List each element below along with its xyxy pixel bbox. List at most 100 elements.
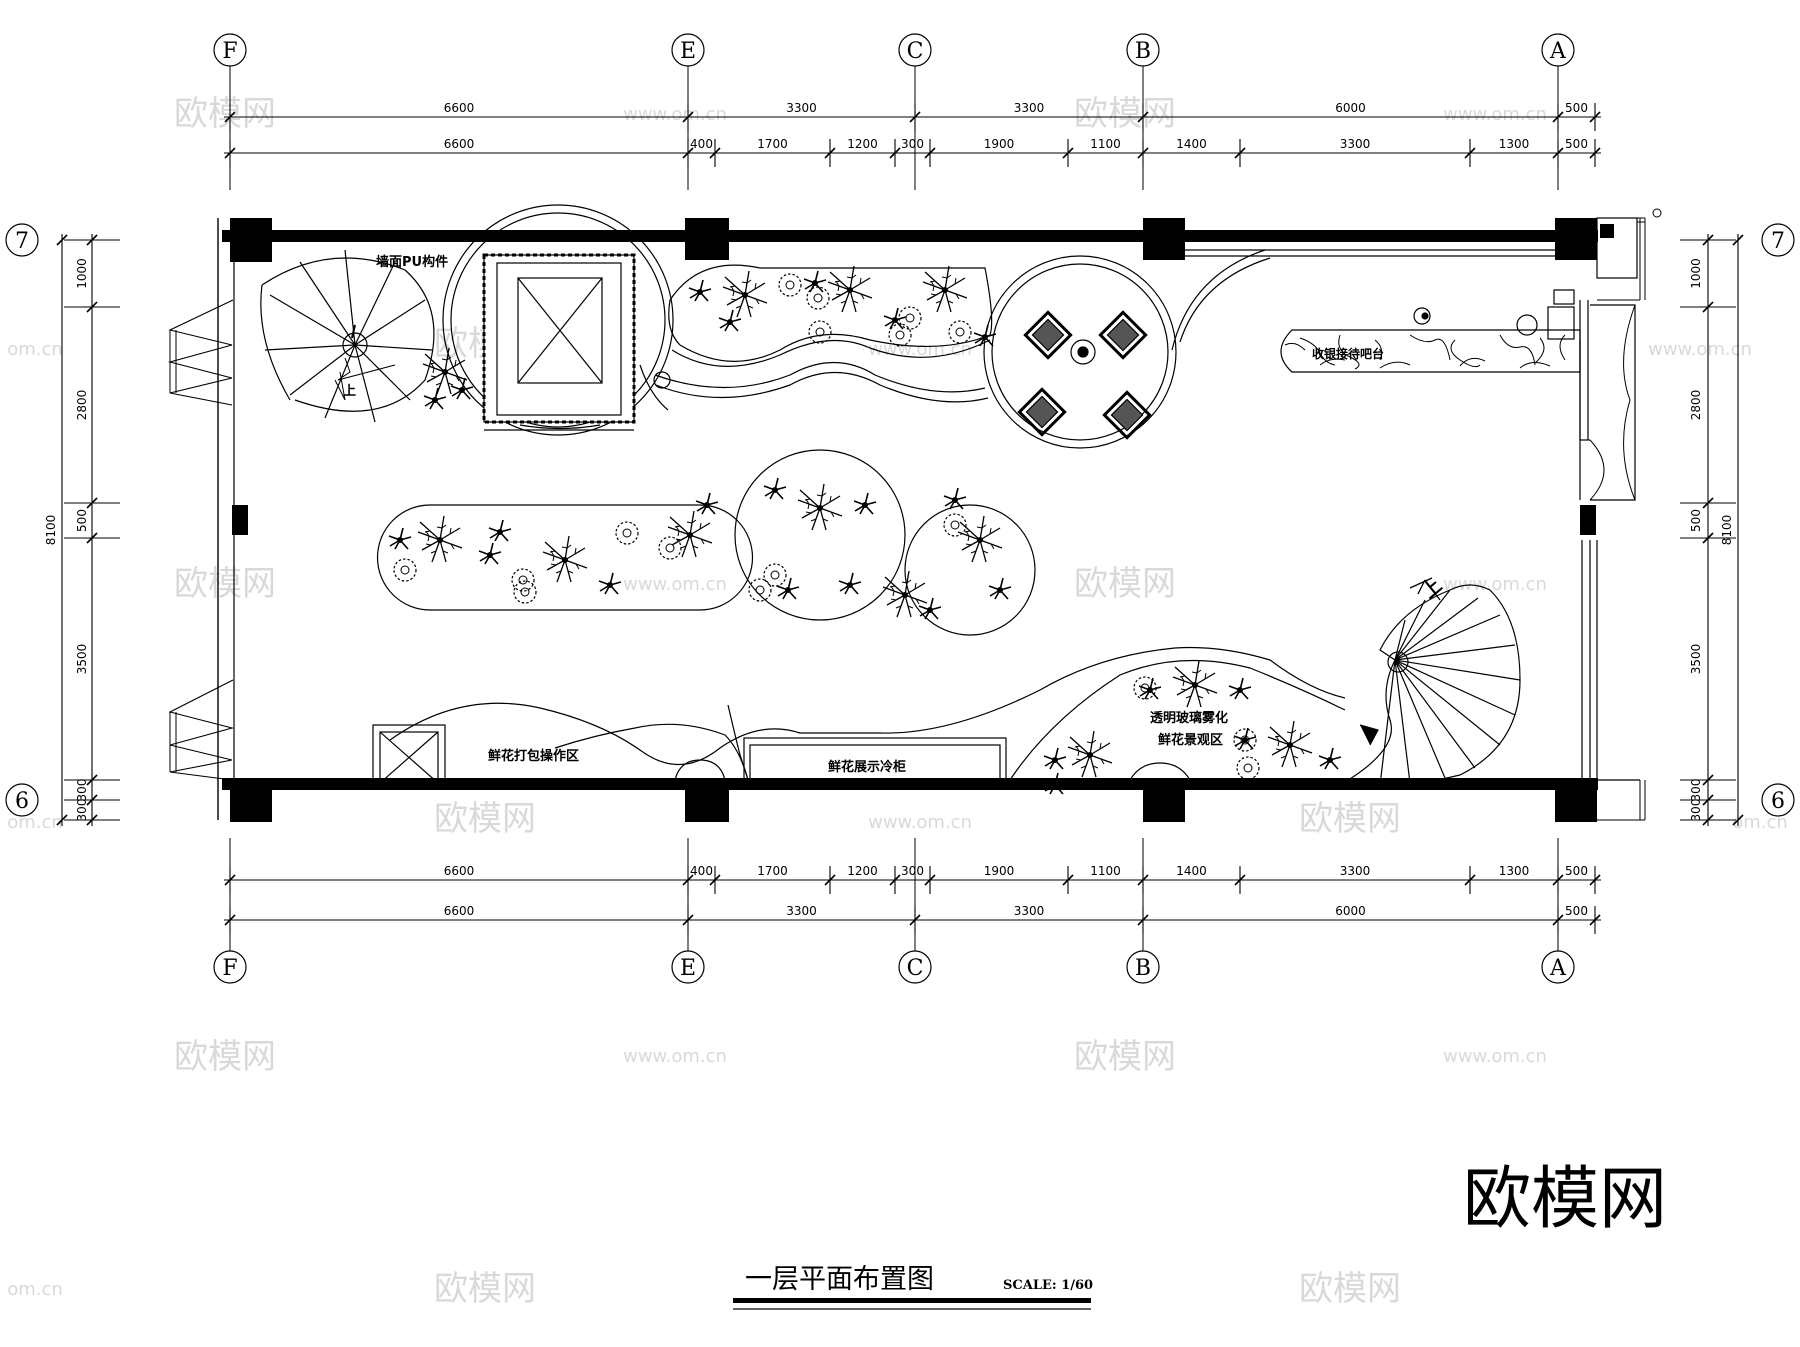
watermark-site: www.om.cn — [1648, 339, 1752, 360]
dimension-label: 500 — [75, 509, 89, 532]
grid-label-f: F — [222, 39, 237, 64]
dimension-label: 1200 — [847, 137, 878, 151]
dimension-label: 300 — [75, 799, 89, 822]
grid-label-a: A — [1549, 39, 1567, 64]
label-display-fridge: 鲜花展示冷柜 — [828, 759, 906, 775]
dimension-label: 1000 — [1689, 258, 1703, 289]
watermark-logo: 欧模网 — [174, 1037, 276, 1077]
grid-label-f: F — [222, 956, 237, 981]
watermark-site: www.om.cn — [623, 1046, 727, 1067]
spiral-stair-upper-left — [260, 249, 435, 423]
packing-cabinet — [372, 724, 446, 789]
dimension-label: 1100 — [1090, 864, 1121, 878]
spiral-stair-lower-right — [1339, 577, 1521, 787]
elevator-shaft — [442, 204, 674, 436]
watermark-logo: 欧模网 — [434, 1269, 536, 1309]
dimension-label: 1700 — [757, 137, 788, 151]
label-reception: 收银接待吧台 — [1312, 346, 1384, 361]
watermark-logo: 欧模网 — [434, 799, 536, 839]
watermark-logo-large: 欧模网 — [1463, 1160, 1667, 1239]
dimension-label: 1100 — [1090, 137, 1121, 151]
drawing-title-block: 一层平面布置图 SCALE: 1/60 — [733, 1264, 1093, 1310]
watermark-logo: 欧模网 — [1074, 564, 1176, 604]
watermark-site-fragment: om.cn — [7, 1279, 63, 1300]
dimension-label: 2800 — [1689, 390, 1703, 421]
dimension-label: 500 — [1565, 864, 1588, 878]
label-stair-up-left: 上 — [343, 384, 356, 399]
dimension-label: 1400 — [1176, 864, 1207, 878]
display-fridge — [743, 737, 1007, 790]
dimension-label: 3300 — [1014, 101, 1045, 115]
dimension-label: 1400 — [1176, 137, 1207, 151]
grid-label-e: E — [680, 956, 696, 981]
drawing-title: 一层平面布置图 — [745, 1264, 934, 1295]
dimension-label: 2800 — [75, 390, 89, 421]
dimension-label: 3500 — [75, 644, 89, 675]
dimension-label: 3300 — [786, 904, 817, 918]
watermark-logo: 欧模网 — [1299, 799, 1401, 839]
watermark-logo: 欧模网 — [174, 564, 276, 604]
grid-label-c: C — [907, 956, 924, 981]
grid-row-label-7: 7 — [1771, 229, 1785, 254]
watermark-logo: 欧模网 — [1299, 1269, 1401, 1309]
dimension-label: 6000 — [1335, 904, 1366, 918]
dimension-label: 500 — [1565, 101, 1588, 115]
dimension-label: 3300 — [786, 101, 817, 115]
grid-row-label-6: 6 — [15, 789, 29, 814]
dimension-total-right: 8100 — [1720, 515, 1734, 546]
grid-row-label-6: 6 — [1771, 789, 1785, 814]
watermark-logo: 欧模网 — [1074, 94, 1176, 134]
dimension-label: 1000 — [75, 258, 89, 289]
grid-label-a: A — [1549, 956, 1567, 981]
watermark-logo: 欧模网 — [1074, 1037, 1176, 1077]
upper-wavy-planter — [639, 264, 993, 411]
watermark-site: www.om.cn — [1443, 1046, 1547, 1067]
label-stair-up-right: 上 — [1419, 575, 1446, 603]
watermark-site: www.om.cn — [1443, 574, 1547, 595]
watermark-site: www.om.cn — [623, 574, 727, 595]
dimension-label: 1200 — [847, 864, 878, 878]
dimension-label: 500 — [1565, 137, 1588, 151]
dimension-label: 1300 — [1499, 864, 1530, 878]
dimension-label: 3300 — [1340, 864, 1371, 878]
dimension-label: 3300 — [1340, 137, 1371, 151]
grid-bubble — [5, 223, 39, 257]
dimension-label: 300 — [901, 864, 924, 878]
dimension-label: 1700 — [757, 864, 788, 878]
watermark-site: www.om.cn — [1443, 104, 1547, 125]
dimension-label: 400 — [690, 864, 713, 878]
grid-bubble — [1761, 783, 1795, 817]
dimension-label: 300 — [1689, 799, 1703, 822]
dimension-label: 400 — [690, 137, 713, 151]
dimension-label: 6000 — [1335, 101, 1366, 115]
grid-bubble — [1761, 223, 1795, 257]
grid-bubble — [5, 783, 39, 817]
dimension-label: 500 — [1565, 904, 1588, 918]
dimension-label: 300 — [75, 779, 89, 802]
lower-wavy-planter — [389, 646, 1346, 781]
walls — [167, 208, 1662, 822]
dimension-label: 6600 — [444, 904, 475, 918]
watermark-site-fragment: om.cn — [1732, 812, 1788, 833]
grid-label-c: C — [907, 39, 924, 64]
label-glass-mist: 透明玻璃雾化 — [1150, 710, 1228, 726]
dimension-label: 1900 — [984, 864, 1015, 878]
dimension-label: 1900 — [984, 137, 1015, 151]
label-packing-area: 鲜花打包操作区 — [488, 748, 579, 764]
watermark-layer: 欧模网欧模网欧模网欧模网欧模网欧模网欧模网欧模网欧模网欧模网欧模网www.om.… — [7, 94, 1788, 1309]
grid-label-e: E — [680, 39, 696, 64]
grid-label-b: B — [1135, 956, 1151, 981]
central-planter-bed — [376, 449, 1036, 636]
reception-counter — [1280, 289, 1581, 373]
interior-fixtures — [260, 204, 1581, 790]
dimension-label: 300 — [1689, 779, 1703, 802]
dimension-label: 500 — [1689, 509, 1703, 532]
label-landscape: 鲜花景观区 — [1158, 732, 1223, 748]
dimension-label: 3500 — [1689, 644, 1703, 675]
watermark-logo: 欧模网 — [174, 94, 276, 134]
watermark-site: www.om.cn — [623, 104, 727, 125]
dimension-label: 3300 — [1014, 904, 1045, 918]
round-table-set — [983, 249, 1271, 449]
